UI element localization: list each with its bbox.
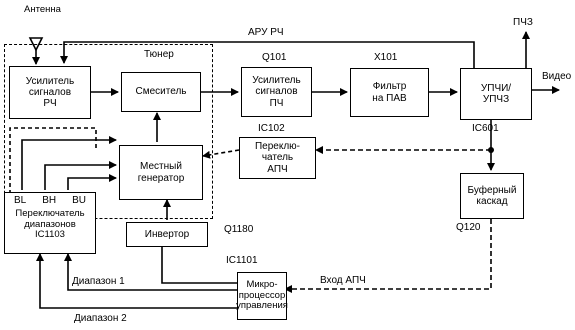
band2-label: Диапазон 2 <box>74 313 127 324</box>
local-oscillator-block: Местный генератор <box>119 145 203 200</box>
band-switch-text: Переключатель диапазонов IC1103 <box>15 208 85 241</box>
bl-pin-label: BL <box>13 195 27 206</box>
saw-filter-block: Фильтр на ПАВ <box>350 68 429 117</box>
x101-label: X101 <box>374 52 398 63</box>
tuner-label: Тюнер <box>144 49 174 60</box>
q120-label: Q120 <box>456 222 481 233</box>
band-pins: BL BH BU <box>6 195 94 206</box>
rf-amplifier-block: Усилитель сигналов РЧ <box>9 66 91 119</box>
buffer-stage-block: Буферный каскад <box>460 173 524 219</box>
q1180-label: Q1180 <box>224 224 254 235</box>
ic601-label: IC601 <box>472 123 499 134</box>
upchi-upchz-block: УПЧИ/ УПЧЗ <box>460 68 532 120</box>
bu-pin-label: BU <box>72 195 86 206</box>
junction-dot <box>488 147 494 153</box>
band1-label: Диапазон 1 <box>72 276 125 287</box>
pch3-label: ПЧЗ <box>513 17 533 28</box>
if-amplifier-block: Усилитель сигналов ПЧ <box>241 67 312 117</box>
ic102-label: IC102 <box>258 123 285 134</box>
video-label: Видео <box>542 71 572 82</box>
agc-rf-label: АРУ РЧ <box>248 27 284 38</box>
ic1101-label: IC1101 <box>226 255 258 266</box>
antenna-label: Антенна <box>24 4 61 15</box>
mixer-block: Смеситель <box>121 72 201 112</box>
afc-switch-block: Переклю- чатель АПЧ <box>239 137 316 179</box>
tuner-enclosure <box>4 44 213 219</box>
band-switch-block: BL BH BU Переключатель диапазонов IC1103 <box>4 192 96 254</box>
inverter-block: Инвертор <box>126 222 208 247</box>
q101-label: Q101 <box>262 52 287 63</box>
mcu-block: Микро- процессор управления <box>236 272 288 320</box>
afc-input-label: Вход АПЧ <box>320 275 366 286</box>
bh-pin-label: BH <box>42 195 57 206</box>
